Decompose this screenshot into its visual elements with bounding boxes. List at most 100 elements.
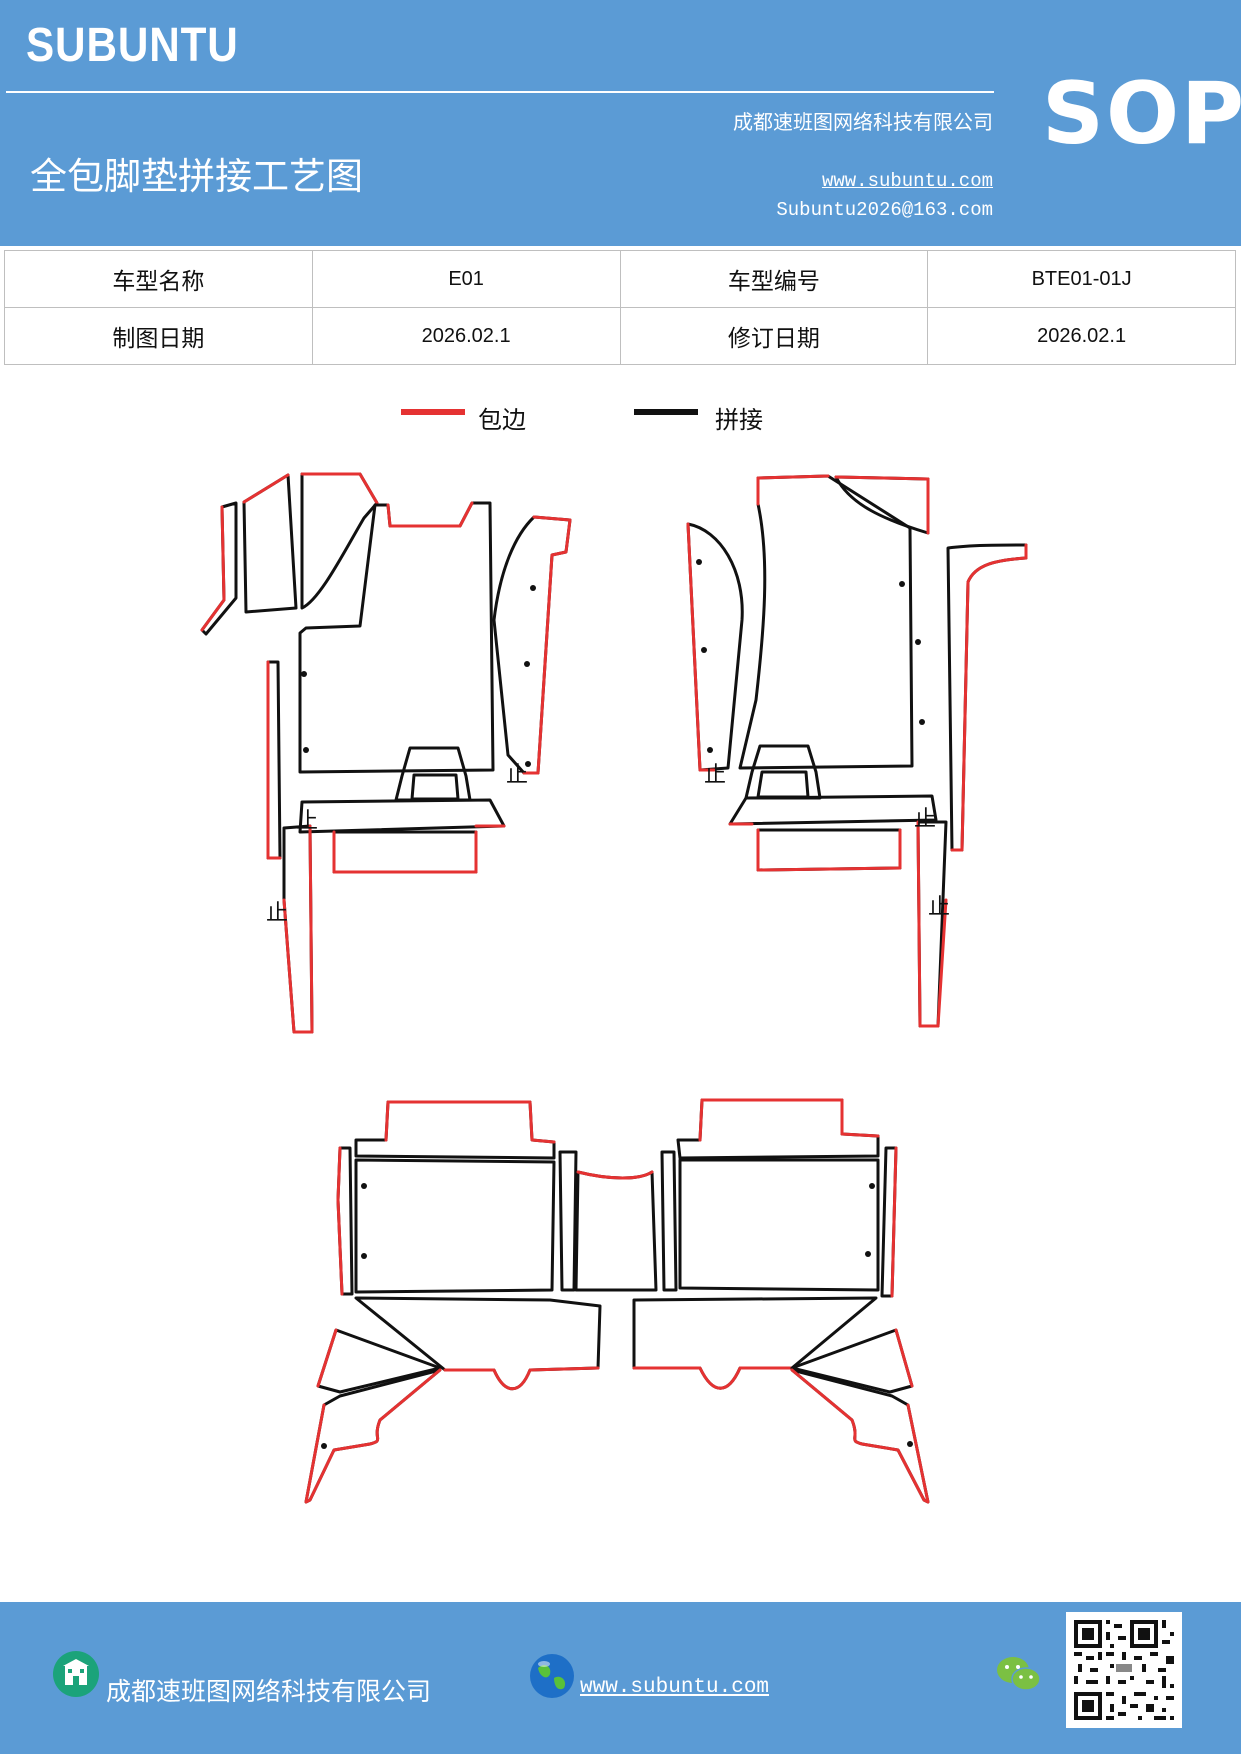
- mat-piece: [756, 828, 902, 872]
- header-divider: [6, 91, 994, 93]
- table-row: 制图日期 2026.02.1 修订日期 2026.02.1: [4, 307, 1236, 365]
- mat-piece: [728, 794, 938, 826]
- stop-mark: 止: [928, 895, 950, 920]
- rivet-dot: [361, 1253, 367, 1259]
- mat-piece: [336, 1146, 344, 1296]
- mat-piece: [916, 820, 948, 1028]
- mat-piece: [492, 515, 572, 775]
- revise-date-value: 2026.02.1: [927, 307, 1236, 365]
- brand-logo: SUBUNTU: [26, 19, 239, 72]
- table-row: 车型名称 E01 车型编号 BTE01-01J: [4, 250, 1236, 308]
- globe-icon: [530, 1654, 574, 1698]
- footer-website-link[interactable]: www.subuntu.com: [580, 1676, 770, 1699]
- mat-piece: [522, 515, 572, 775]
- mat-piece: [632, 1296, 878, 1390]
- wechat-icon[interactable]: [996, 1654, 1042, 1694]
- mat-piece: [298, 798, 506, 834]
- mat-piece: [632, 1366, 794, 1390]
- mat-piece: [686, 522, 744, 772]
- stop-mark: 止: [914, 807, 936, 832]
- rivet-dot: [707, 747, 713, 753]
- rivet-dot: [321, 1443, 327, 1449]
- rivet-dot: [907, 1441, 913, 1447]
- header-banner: SUBUNTU 成都速班图网络科技有限公司 全包脚垫拼接工艺图 www.subu…: [0, 0, 1241, 246]
- revise-date-label: 修订日期: [619, 307, 929, 365]
- legend-edge-label: 包边: [478, 406, 526, 434]
- model-code-value: BTE01-01J: [927, 250, 1236, 308]
- legend-join-label: 拼接: [715, 406, 763, 434]
- rivet-dot: [915, 639, 921, 645]
- mat-piece: [558, 1150, 578, 1292]
- rivet-dot: [303, 747, 309, 753]
- rivet-dot: [525, 761, 531, 767]
- mat-piece: [304, 1368, 442, 1504]
- mat-piece: [354, 1158, 556, 1294]
- mat-piece: [790, 1368, 930, 1504]
- rivet-dot: [530, 585, 536, 591]
- rivet-dot: [865, 1251, 871, 1257]
- mat-piece: [756, 828, 902, 872]
- mat-piece: [242, 473, 290, 504]
- mat-piece: [890, 1146, 898, 1298]
- page-title: 全包脚垫拼接工艺图: [30, 155, 363, 198]
- legend-join-swatch: [634, 409, 698, 415]
- mat-piece: [332, 830, 478, 874]
- mat-piece: [678, 1158, 880, 1292]
- mat-piece: [316, 1328, 442, 1394]
- mat-piece: [916, 820, 948, 1028]
- mat-piece: [300, 472, 379, 505]
- model-name-label: 车型名称: [4, 250, 313, 308]
- mat-piece: [790, 1368, 930, 1504]
- mat-piece: [576, 1170, 654, 1180]
- sop-badge: SOP: [1042, 64, 1241, 164]
- mat-piece: [316, 1328, 338, 1388]
- stop-mark: 止: [506, 763, 528, 788]
- qr-code: [1066, 1612, 1182, 1728]
- mat-piece: [950, 543, 1028, 852]
- mat-piece: [744, 744, 822, 800]
- mat-piece: [282, 824, 314, 1034]
- stop-mark: 止: [266, 901, 288, 926]
- mat-piece: [200, 501, 238, 636]
- rivet-dot: [899, 581, 905, 587]
- mat-piece: [698, 1098, 880, 1142]
- mat-piece: [676, 1098, 880, 1160]
- rivet-dot: [701, 647, 707, 653]
- building-icon: [53, 1651, 99, 1697]
- front-left-mat: [200, 472, 572, 1034]
- mat-piece: [354, 1296, 602, 1391]
- front-right-mat: [686, 474, 1028, 1028]
- mat-piece: [686, 522, 716, 772]
- mat-piece: [394, 746, 472, 802]
- floor-mat-diagram: 止 止 止 止 止 止: [200, 472, 1028, 1504]
- rivet-dots: [301, 559, 925, 1449]
- footer-company: 成都速班图网络科技有限公司: [106, 1677, 432, 1706]
- mat-piece: [790, 1328, 914, 1394]
- info-table: 车型名称 E01 车型编号 BTE01-01J 制图日期 2026.02.1 修…: [4, 250, 1236, 365]
- rivet-dot: [869, 1183, 875, 1189]
- header-website-link[interactable]: www.subuntu.com: [821, 170, 993, 192]
- draw-date-label: 制图日期: [4, 307, 313, 365]
- stop-mark: 止: [296, 809, 318, 834]
- footer-banner: 成都速班图网络科技有限公司 www.subuntu.com: [0, 1602, 1241, 1754]
- header-company: 成都速班图网络科技有限公司: [733, 110, 993, 134]
- mat-piece: [738, 474, 914, 770]
- model-code-label: 车型编号: [619, 250, 929, 308]
- stop-marks: 止 止 止 止 止 止: [266, 763, 950, 926]
- rivet-dot: [524, 661, 530, 667]
- mat-piece: [298, 501, 495, 774]
- mat-piece: [332, 830, 478, 874]
- mat-piece: [200, 505, 226, 632]
- header-email: Subuntu2026@163.com: [776, 199, 993, 221]
- mat-piece: [443, 1366, 600, 1391]
- mat-piece: [756, 474, 830, 506]
- mat-piece: [946, 543, 1028, 852]
- mat-piece: [266, 660, 282, 860]
- mat-piece: [894, 1328, 914, 1388]
- rivet-dot: [301, 671, 307, 677]
- rear-mat: [304, 1098, 930, 1504]
- mat-piece: [304, 1368, 442, 1504]
- mat-piece: [834, 475, 930, 535]
- model-name-value: E01: [311, 250, 621, 308]
- mat-piece: [660, 1150, 678, 1292]
